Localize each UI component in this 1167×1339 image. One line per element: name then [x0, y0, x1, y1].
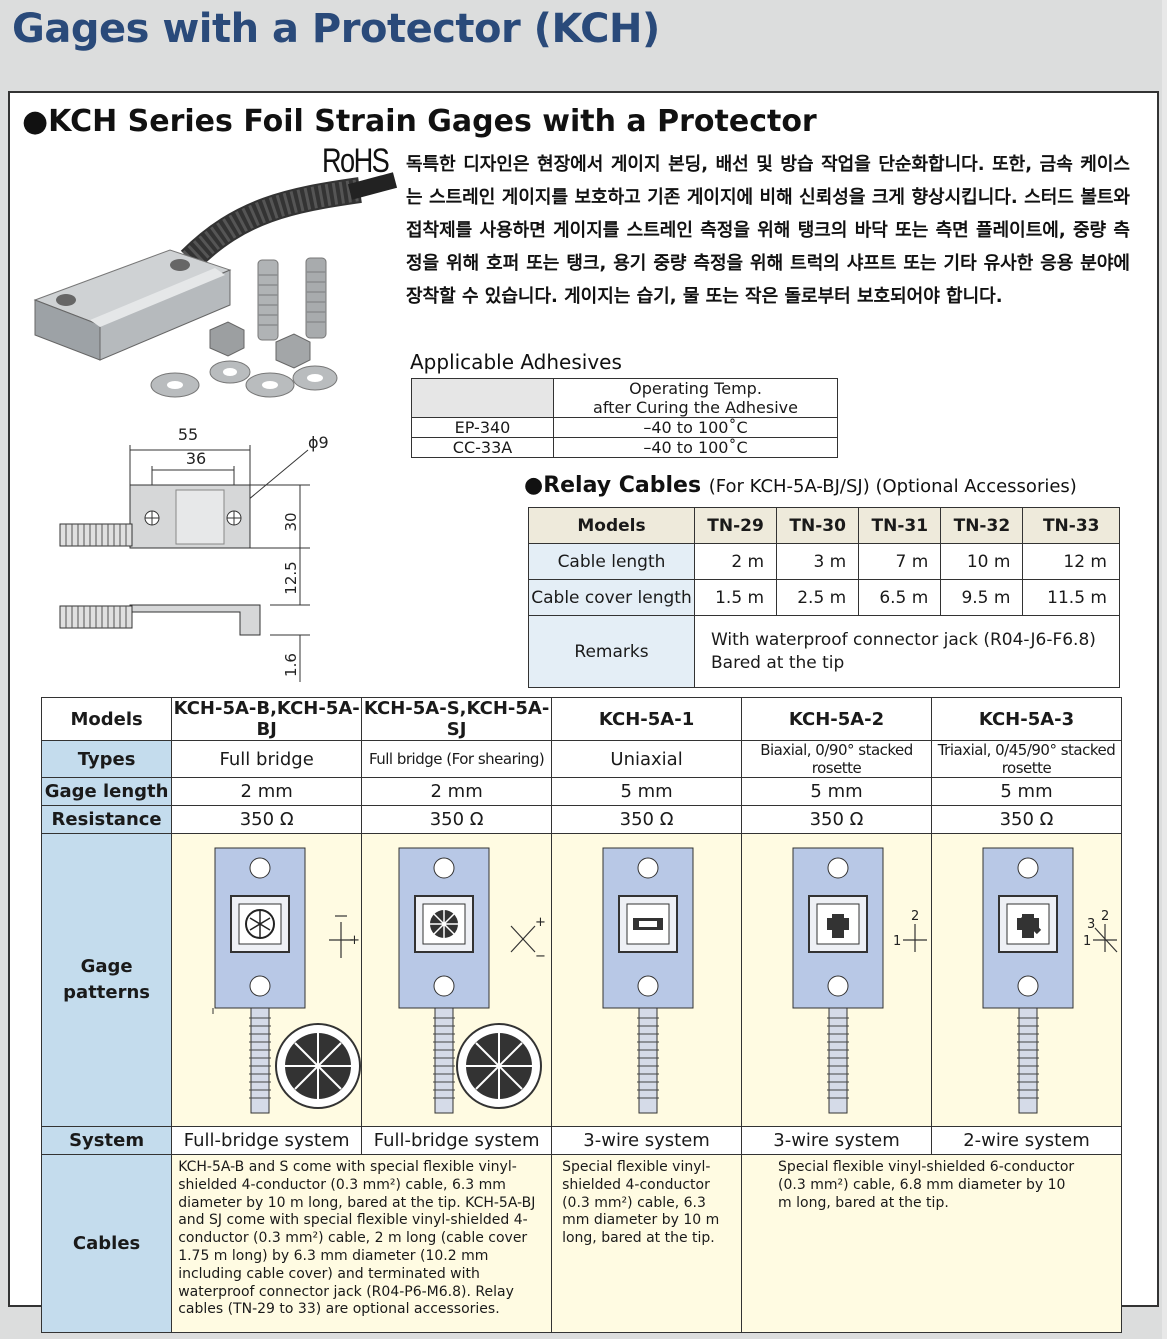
- gage-pattern-shear-bridge: + −: [361, 833, 553, 1127]
- resistance: 350 Ω: [171, 805, 363, 834]
- adhesive-temp: –40 to 100˚C: [553, 437, 838, 458]
- remarks-label: Remarks: [528, 615, 695, 688]
- adhesives-title: Applicable Adhesives: [410, 350, 622, 374]
- section-title: ●KCH Series Foil Strain Gages with a Pro…: [22, 104, 817, 139]
- dim-12-5: 12.5: [282, 561, 300, 594]
- system-value: Full-bridge system: [171, 1126, 363, 1155]
- axis-1-label: 1: [1083, 934, 1091, 949]
- gage-pattern-full-bridge: +: [171, 833, 363, 1127]
- axis-2-label: 2: [1101, 909, 1109, 924]
- gage-length-label: Gage length: [40, 777, 173, 806]
- axis-minus-label: −: [535, 949, 546, 964]
- model-name: KCH-5A-B,KCH-5A-BJ: [171, 697, 363, 741]
- relay-model: TN-29: [693, 507, 778, 544]
- type-value: Triaxial, 0/45/90° stacked rosette: [931, 740, 1122, 778]
- rohs-mark: RoHS: [322, 142, 390, 180]
- system-label: System: [40, 1126, 173, 1155]
- gage-length: 2 mm: [361, 777, 553, 806]
- cables-text-rosette: Special flexible vinyl-shielded 6-conduc…: [741, 1154, 1122, 1333]
- system-value: Full-bridge system: [361, 1126, 553, 1155]
- adhesives-corner: [411, 378, 554, 418]
- gage-length: 2 mm: [171, 777, 363, 806]
- adhesive-name: EP-340: [411, 417, 554, 438]
- system-value: 3-wire system: [741, 1126, 932, 1155]
- table-row: CC-33A –40 to 100˚C: [411, 437, 838, 458]
- cables-label: Cables: [40, 1154, 173, 1333]
- gage-length: 5 mm: [741, 777, 932, 806]
- cable-length-label: Cable length: [528, 543, 695, 580]
- models-label: Models: [40, 697, 173, 741]
- gage-length: 5 mm: [931, 777, 1122, 806]
- dimension-drawing: 55 36 ϕ9 30 12.5 1.6: [59, 425, 329, 682]
- relay-title: ●Relay Cables (For KCH-5A-BJ/SJ) (Option…: [524, 473, 1077, 498]
- axis-plus-label: +: [349, 933, 360, 948]
- axis-1-label: 1: [893, 934, 901, 949]
- spec-table: Models KCH-5A-B,KCH-5A-BJ KCH-5A-S,KCH-5…: [40, 697, 1122, 1333]
- adhesives-header: Operating Temp.after Curing the Adhesive: [553, 378, 838, 418]
- system-value: 3-wire system: [551, 1126, 743, 1155]
- gage-pattern-triaxial: 1 2 3: [931, 833, 1122, 1127]
- relay-model: TN-32: [940, 507, 1024, 544]
- cover-length: 11.5 m: [1022, 579, 1120, 616]
- gage-length: 5 mm: [551, 777, 743, 806]
- dim-9: ϕ9: [308, 433, 329, 452]
- cover-length: 6.5 m: [858, 579, 942, 616]
- adhesives-table: Operating Temp.after Curing the Adhesive…: [411, 378, 838, 458]
- adhesive-name: CC-33A: [411, 437, 554, 458]
- resistance: 350 Ω: [361, 805, 553, 834]
- cable-length: 2 m: [693, 543, 778, 580]
- type-value: Uniaxial: [551, 740, 743, 778]
- resistance: 350 Ω: [741, 805, 932, 834]
- cable-length: 3 m: [776, 543, 860, 580]
- dim-55: 55: [178, 425, 198, 444]
- dim-30: 30: [282, 512, 300, 531]
- dim-1-6: 1.6: [282, 653, 300, 677]
- resistance: 350 Ω: [551, 805, 743, 834]
- types-label: Types: [40, 740, 173, 778]
- cables-text-uniaxial: Special flexible vinyl-shielded 4-conduc…: [551, 1154, 743, 1333]
- cover-length: 2.5 m: [776, 579, 860, 616]
- resistance: 350 Ω: [931, 805, 1122, 834]
- type-value: Full bridge: [171, 740, 363, 778]
- relay-table: Models TN-29 TN-30 TN-31 TN-32 TN-33 Cab…: [528, 507, 1120, 688]
- model-name: KCH-5A-3: [931, 697, 1122, 741]
- type-value: Biaxial, 0/90° stacked rosette: [741, 740, 932, 778]
- axis-plus-label: +: [535, 915, 546, 930]
- remarks-text: With waterproof connector jack (R04-J6-F…: [694, 615, 1120, 688]
- table-row: EP-340 –40 to 100˚C: [411, 417, 838, 438]
- model-name: KCH-5A-1: [551, 697, 743, 741]
- cable-length: 12 m: [1022, 543, 1120, 580]
- axis-3-label: 3: [1087, 917, 1095, 932]
- dim-36: 36: [186, 449, 206, 468]
- model-name: KCH-5A-S,KCH-5A-SJ: [361, 697, 553, 741]
- type-value: Full bridge (For shearing): [361, 740, 553, 778]
- page-edge: [1162, 0, 1167, 1339]
- cover-length: 1.5 m: [693, 579, 778, 616]
- relay-model: TN-30: [776, 507, 860, 544]
- system-value: 2-wire system: [931, 1126, 1122, 1155]
- adhesive-temp: –40 to 100˚C: [553, 417, 838, 438]
- cable-length: 10 m: [940, 543, 1024, 580]
- relay-model: TN-33: [1022, 507, 1120, 544]
- gage-pattern-biaxial: 1 2: [741, 833, 932, 1127]
- resistance-label: Resistance: [40, 805, 173, 834]
- gage-pattern-uniaxial: [551, 833, 743, 1127]
- cover-length-label: Cable cover length: [528, 579, 695, 616]
- relay-model: TN-31: [858, 507, 942, 544]
- page-title: Gages with a Protector (KCH): [12, 6, 660, 52]
- model-name: KCH-5A-2: [741, 697, 932, 741]
- cover-length: 9.5 m: [940, 579, 1024, 616]
- product-photo: [33, 172, 398, 398]
- description-text: 독특한 디자인은 현장에서 게이지 본딩, 배선 및 방습 작업을 단순화합니다…: [406, 154, 1130, 307]
- cable-length: 7 m: [858, 543, 942, 580]
- relay-models-label: Models: [528, 507, 695, 544]
- cables-text-bridge: KCH-5A-B and S come with special flexibl…: [171, 1154, 553, 1333]
- axis-2-label: 2: [911, 909, 919, 924]
